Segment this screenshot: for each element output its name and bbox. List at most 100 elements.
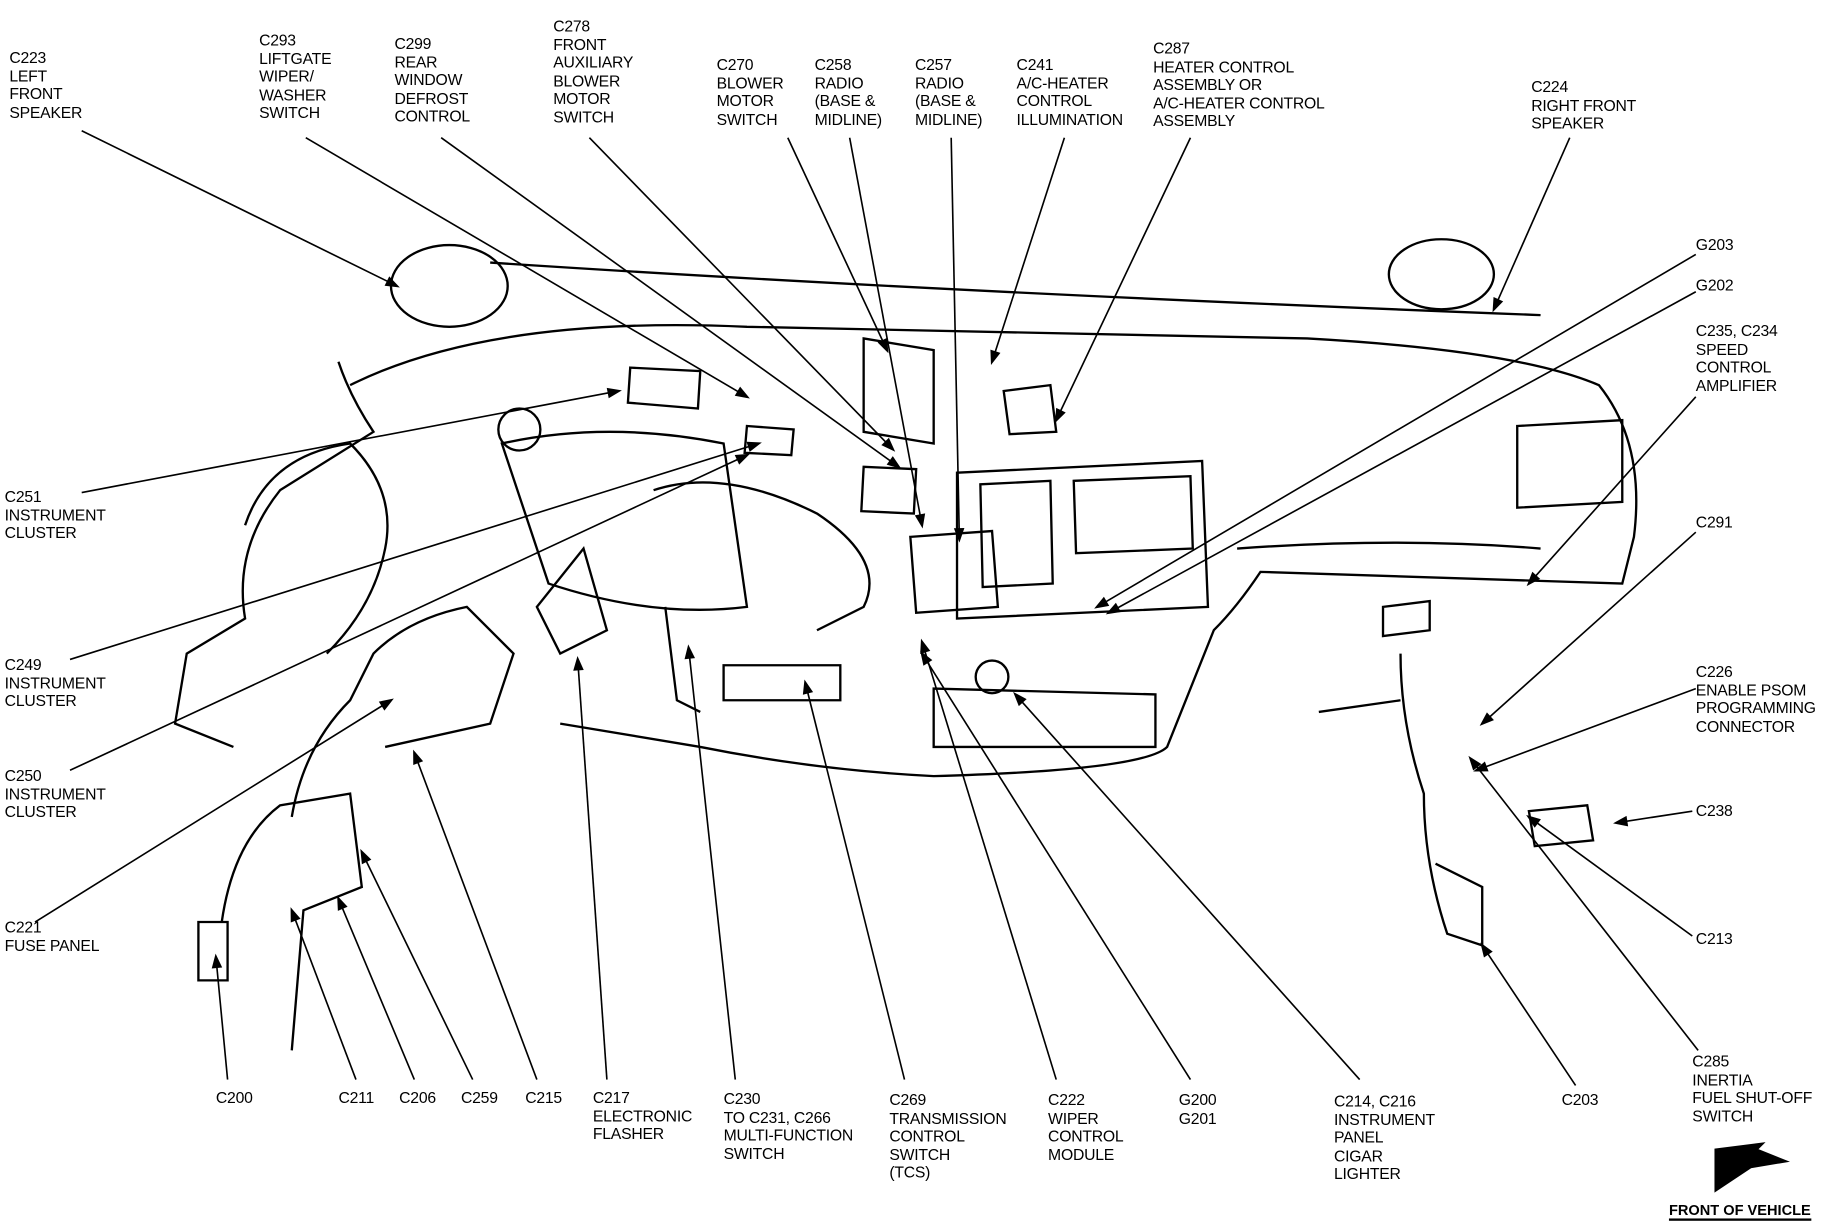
leader-line-c270 xyxy=(787,137,888,351)
callout-label-c249: C249 INSTRUMENT CLUSTER xyxy=(4,655,106,710)
front-of-vehicle-label: FRONT OF VEHICLE xyxy=(1668,1202,1811,1221)
callout-label-c206: C206 xyxy=(399,1088,436,1107)
leader-arrowhead-c221 xyxy=(378,698,394,711)
leader-line-c203 xyxy=(1481,944,1577,1086)
leader-line-c278 xyxy=(588,137,894,450)
leader-line-c214 xyxy=(1014,693,1361,1081)
leader-arrowhead-c230 xyxy=(684,644,696,660)
callout-label-c214: C214, C216 INSTRUMENT PANEL CIGAR LIGHTE… xyxy=(1333,1092,1435,1183)
leader-line-c299 xyxy=(440,137,900,468)
leader-arrowhead-c224 xyxy=(1492,297,1504,313)
leader-arrowhead-c293 xyxy=(734,386,750,399)
callout-label-c226: C226 ENABLE PSOM PROGRAMMING CONNECTOR xyxy=(1695,662,1816,735)
leader-line-c249 xyxy=(69,442,759,661)
callout-label-c285: C285 INERTIA FUEL SHUT-OFF SWITCH xyxy=(1692,1052,1813,1125)
leader-arrowhead-c223 xyxy=(384,276,400,288)
leader-line-c226 xyxy=(1476,687,1697,772)
leader-arrowhead-c214 xyxy=(1013,691,1027,707)
callout-label-c238: C238 xyxy=(1695,801,1733,820)
leader-line-c200 xyxy=(215,956,229,1080)
callout-label-g200: G200 G201 xyxy=(1178,1091,1217,1127)
callout-label-c269: C269 TRANSMISSION CONTROL SWITCH (TCS) xyxy=(889,1091,1007,1182)
leader-arrowhead-c249 xyxy=(746,441,762,452)
callout-label-c223: C223 LEFT FRONT SPEAKER xyxy=(9,49,83,121)
leader-arrowhead-c251 xyxy=(606,387,622,399)
leader-line-g200 xyxy=(921,653,1192,1081)
callout-label-c270: C270 BLOWER MOTOR SWITCH xyxy=(716,56,784,128)
leader-line-c257 xyxy=(950,137,961,540)
leader-line-c287 xyxy=(1055,137,1192,421)
leader-arrowhead-c213 xyxy=(1526,814,1541,828)
callout-label-c287: C287 HEATER CONTROL ASSEMBLY OR A/C-HEAT… xyxy=(1153,39,1325,130)
leader-arrowhead-g202 xyxy=(1105,602,1121,615)
callout-label-c235: C235, C234 SPEED CONTROL AMPLIFIER xyxy=(1695,322,1778,394)
callout-label-c222: C222 WIPER CONTROL MODULE xyxy=(1048,1091,1124,1164)
leader-arrowhead-c287 xyxy=(1054,407,1066,424)
leader-line-c238 xyxy=(1616,810,1693,824)
callout-label-c224: C224 RIGHT FRONT SPEAKER xyxy=(1531,78,1637,132)
callout-label-c291: C291 xyxy=(1695,513,1733,532)
leader-arrowhead-c235 xyxy=(1526,571,1541,587)
leader-line-c285 xyxy=(1469,758,1699,1051)
leader-line-c250 xyxy=(69,454,748,772)
leader-line-c241 xyxy=(991,137,1066,363)
callout-label-c299: C299 REAR WINDOW DEFROST CONTROL xyxy=(394,35,470,125)
leader-arrowhead-c222 xyxy=(920,638,931,654)
leader-line-c269 xyxy=(804,682,906,1080)
leader-arrowhead-c206 xyxy=(337,895,348,911)
callout-label-c250: C250 INSTRUMENT CLUSTER xyxy=(4,766,106,821)
leader-arrowhead-c203 xyxy=(1480,942,1493,958)
arrow-icon xyxy=(1714,1142,1790,1193)
leader-line-c206 xyxy=(337,898,416,1080)
leader-line-c251 xyxy=(81,390,619,494)
leader-line-c217 xyxy=(576,659,608,1080)
leader-arrowhead-c278 xyxy=(881,437,896,452)
callout-label-c211: C211 xyxy=(338,1088,375,1107)
callout-label-c230: C230 TO C231, C266 MULTI-FUNCTION SWITCH xyxy=(723,1090,854,1162)
callout-label-c203: C203 xyxy=(1561,1091,1599,1109)
callout-label-c241: C241 A/C-HEATER CONTROL ILLUMINATION xyxy=(1016,56,1124,128)
callout-label-g202: G202 xyxy=(1695,276,1734,295)
leader-arrowhead-c299 xyxy=(886,456,902,469)
callout-label-c215: C215 xyxy=(525,1088,562,1107)
leader-line-c222 xyxy=(921,641,1058,1080)
leader-arrowhead-c215 xyxy=(413,749,424,765)
leader-arrowhead-c250 xyxy=(734,453,751,465)
leader-arrowhead-c285 xyxy=(1468,755,1482,771)
callout-label-c217: C217 ELECTRONIC FLASHER xyxy=(592,1088,693,1143)
leader-arrowhead-c241 xyxy=(990,349,1001,366)
leader-line-c221 xyxy=(34,699,392,923)
leader-line-c293 xyxy=(305,137,748,398)
leader-line-c215 xyxy=(413,752,538,1080)
leader-line-c211 xyxy=(291,910,357,1080)
leader-arrowhead-c259 xyxy=(360,848,372,865)
leader-line-c259 xyxy=(361,851,474,1080)
leader-line-c291 xyxy=(1481,531,1697,725)
leader-line-c230 xyxy=(687,647,737,1080)
leader-line-g203 xyxy=(1096,253,1697,608)
leader-line-c258 xyxy=(848,137,923,526)
leader-arrowhead-g203 xyxy=(1094,596,1110,609)
leader-arrowhead-c257 xyxy=(953,528,965,543)
callout-label-g203: G203 xyxy=(1695,235,1734,254)
leader-line-c213 xyxy=(1528,816,1693,937)
leader-line-c235 xyxy=(1528,396,1697,585)
leader-arrowhead-c238 xyxy=(1613,815,1629,827)
leader-line-c224 xyxy=(1493,137,1571,310)
callout-label-c293: C293 LIFTGATE WIPER/ WASHER SWITCH xyxy=(259,31,332,122)
callout-label-c257: C257 RADIO (BASE & MIDLINE) xyxy=(915,56,983,128)
leader-line-g202 xyxy=(1108,291,1697,614)
callout-label-c258: C258 RADIO (BASE & MIDLINE) xyxy=(814,56,883,128)
leader-arrowhead-c270 xyxy=(877,337,889,354)
leader-line-c223 xyxy=(81,129,398,287)
leader-arrowhead-c258 xyxy=(914,513,926,529)
callout-label-c200: C200 xyxy=(215,1088,253,1107)
callout-label-c251: C251 INSTRUMENT CLUSTER xyxy=(4,487,106,542)
callout-label-c259: C259 xyxy=(461,1088,498,1107)
callout-label-c278: C278 FRONT AUXILIARY BLOWER MOTOR SWITCH xyxy=(553,17,634,126)
leader-arrowhead-c217 xyxy=(573,656,584,671)
leader-arrowhead-c200 xyxy=(211,953,223,969)
leader-arrowhead-c269 xyxy=(802,679,814,695)
